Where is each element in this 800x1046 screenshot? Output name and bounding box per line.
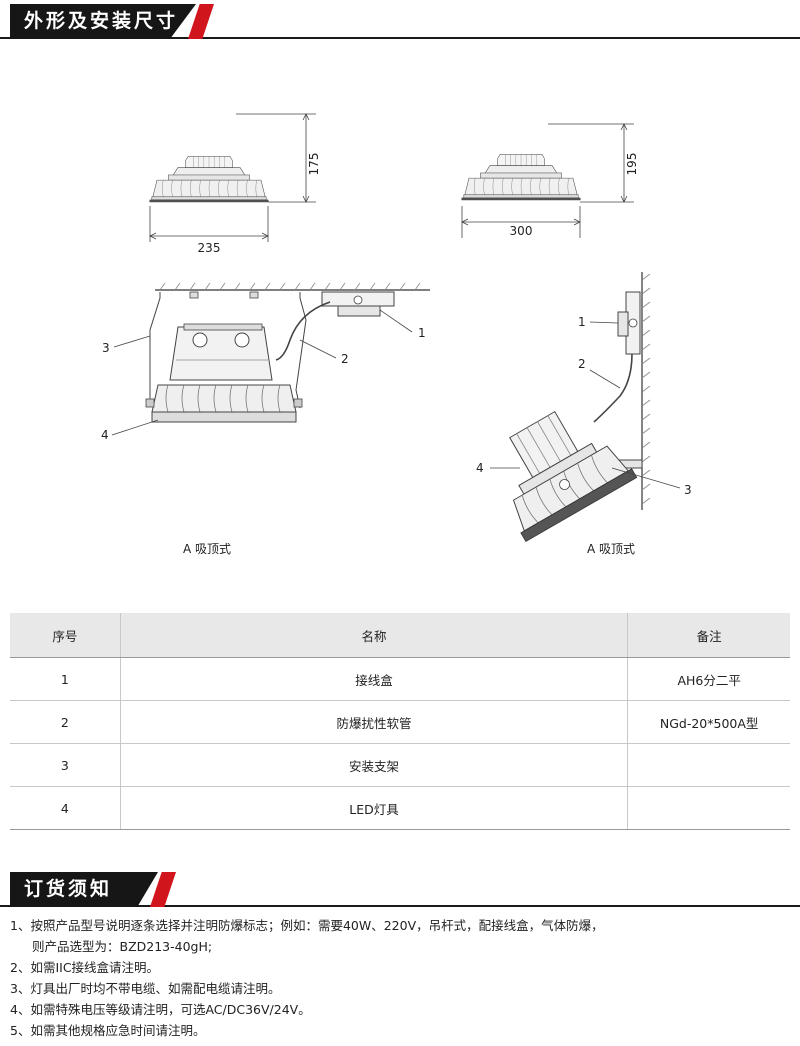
parts-table: 序号 名称 备注 1 接线盒 AH6分二平 2 防爆扰性软管 NGd-20*50… — [10, 613, 790, 830]
row-name: 安装支架 — [119, 743, 628, 787]
note-item: 则产品选型为：BZD213-40gH; — [32, 939, 213, 954]
section-title: 外形及安装尺寸 — [24, 10, 179, 32]
note-item: 5、如需其他规格应急时间请注明。 — [10, 1023, 206, 1038]
header-rule — [0, 905, 800, 907]
dimension-height-right: 195 — [625, 153, 639, 176]
table-row: 1 接线盒 AH6分二平 — [10, 657, 790, 701]
callout-1-right: 1 — [578, 315, 586, 329]
note-item: 4、如需特殊电压等级请注明，可选AC/DC36V/24V。 — [10, 1002, 311, 1017]
row-number: 4 — [10, 786, 121, 830]
ordering-notes: 1、按照产品型号说明逐条选择并注明防爆标志；例如：需要40W、220V，吊杆式，… — [10, 915, 604, 1041]
dimension-width-right: 300 — [510, 224, 533, 238]
table-row: 4 LED灯具 — [10, 786, 790, 830]
section-title: 订货须知 — [24, 878, 113, 900]
callout-4-right: 4 — [476, 461, 484, 475]
column-header-note: 备注 — [627, 613, 790, 658]
column-header-number: 序号 — [10, 613, 121, 658]
table-header-row: 序号 名称 备注 — [10, 613, 790, 658]
wall-mount-drawing: 1 2 4 3 — [476, 272, 692, 543]
row-number: 1 — [10, 657, 121, 701]
row-note: NGd-20*500A型 — [627, 700, 790, 744]
header-rule — [0, 37, 800, 39]
table-row: 2 防爆扰性软管 NGd-20*500A型 — [10, 700, 790, 744]
note-item: 1、按照产品型号说明逐条选择并注明防爆标志；例如：需要40W、220V，吊杆式，… — [10, 918, 604, 933]
note-item: 3、灯具出厂时均不带电缆、如需配电缆请注明。 — [10, 981, 281, 996]
header-tab — [10, 4, 196, 39]
dimension-height-left: 175 — [307, 153, 321, 176]
row-name: 防爆扰性软管 — [119, 700, 628, 744]
table-row: 3 安装支架 — [10, 743, 790, 787]
dimensions-section-header: 外形及安装尺寸 — [0, 4, 800, 40]
row-note — [627, 786, 790, 830]
callout-4-left: 4 — [101, 428, 109, 442]
row-name: LED灯具 — [119, 786, 628, 830]
fixture-elevation-right: 195 300 — [461, 123, 639, 238]
note-item: 2、如需IIC接线盒请注明。 — [10, 960, 160, 975]
ceiling-mount-drawing: 1 2 3 4 — [101, 282, 430, 442]
left-install-caption: A 吸顶式 — [183, 542, 232, 556]
callout-3-right: 3 — [684, 483, 692, 497]
column-header-name: 名称 — [119, 613, 628, 658]
fixture-elevation-left: 175 235 — [149, 113, 321, 255]
header-tab — [10, 872, 158, 907]
callout-2-left: 2 — [341, 352, 349, 366]
ordering-section-header: 订货须知 — [0, 872, 800, 908]
callout-1-left: 1 — [418, 326, 426, 340]
dimension-drawings: 175 235 195 300 — [101, 113, 692, 543]
row-name: 接线盒 — [119, 657, 628, 701]
row-number: 2 — [10, 700, 121, 744]
dimension-width-left: 235 — [198, 241, 221, 255]
row-number: 3 — [10, 743, 121, 787]
row-note: AH6分二平 — [627, 657, 790, 701]
right-install-caption: A 吸顶式 — [587, 542, 636, 556]
callout-2-right: 2 — [578, 357, 586, 371]
callout-3-left: 3 — [102, 341, 110, 355]
row-note — [627, 743, 790, 787]
